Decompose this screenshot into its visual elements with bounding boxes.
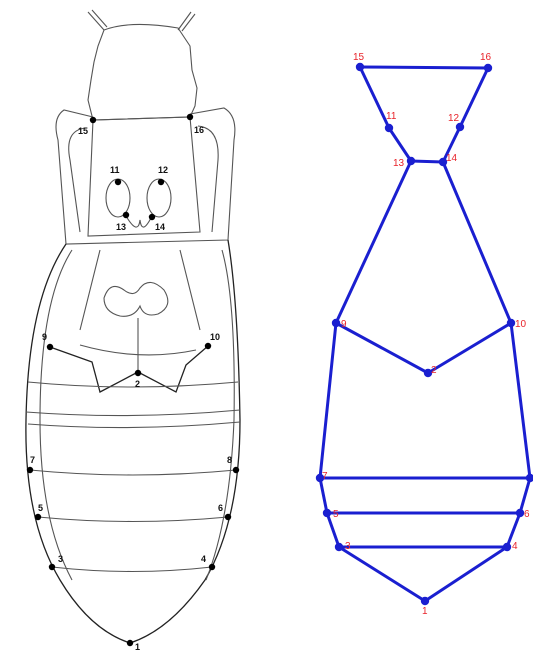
segment-line-a	[28, 382, 238, 387]
right-landmark-11-label: 11	[386, 111, 397, 122]
right-landmark-7-label: 7	[322, 471, 328, 482]
left-landmark-16-label: 16	[194, 125, 204, 135]
right-landmark-12-dot	[456, 123, 464, 131]
left-landmark-4-label: 4	[201, 554, 206, 564]
right-landmark-15-label: 15	[353, 52, 365, 63]
segment-line-c	[28, 422, 240, 428]
right-landmark-6-dot	[516, 509, 524, 517]
right-labels: 15 16 11 12 13 14 9 10 2 7 5 6 3 4 1	[322, 52, 530, 617]
right-landmark-11-dot	[385, 124, 393, 132]
right-landmarks	[316, 63, 533, 605]
wire-right-6	[520, 478, 530, 513]
left-landmark-9-dot	[47, 344, 53, 350]
left-landmark-3-label: 3	[58, 554, 63, 564]
wire-13-14	[411, 161, 443, 162]
right-landmark-5-label: 5	[333, 509, 339, 520]
left-landmark-9-label: 9	[42, 332, 47, 342]
wire-7-5	[320, 478, 327, 513]
segment-line-b	[26, 410, 240, 416]
wire-10-right	[511, 323, 530, 478]
wire-top-bar	[360, 67, 488, 68]
right-landmark-14-label: 14	[446, 153, 458, 164]
left-landmark-15-label: 15	[78, 126, 88, 136]
right-landmark-9-dot	[332, 319, 340, 327]
right-landmark-10-label: 10	[515, 319, 527, 330]
right-landmark-16-dot	[484, 64, 492, 72]
left-landmark-16-dot	[187, 114, 193, 120]
right-landmark-4-dot	[503, 543, 511, 551]
left-landmark-10-dot	[205, 343, 211, 349]
right-landmark-1-dot	[421, 597, 429, 605]
left-landmark-2-label: 2	[135, 379, 140, 389]
right-landmark-9-label: 9	[341, 319, 347, 330]
left-landmark-11-dot	[115, 179, 121, 185]
pronotum-inner-left	[69, 128, 86, 232]
left-landmark-10-label: 10	[210, 332, 220, 342]
wire-14-10	[443, 162, 511, 323]
right-landmark-12-label: 12	[448, 113, 460, 124]
antenna-right	[178, 12, 195, 31]
meso-loop	[104, 282, 168, 316]
right-landmark-13-label: 13	[393, 158, 405, 169]
left-landmark-8-dot	[233, 467, 239, 473]
wire-9-2-10	[336, 323, 511, 373]
wire-13-9	[336, 161, 411, 323]
segment-line-5-6	[38, 517, 228, 522]
abdomen-inner-right	[206, 250, 234, 580]
left-landmark-14-dot	[149, 214, 155, 220]
thorax-upper-band	[88, 117, 200, 236]
right-landmark-1-label: 1	[422, 606, 428, 617]
landmark-wireframe	[320, 67, 530, 601]
antenna-left	[88, 10, 107, 30]
left-landmark-6-label: 6	[218, 503, 223, 513]
left-landmark-5-dot	[35, 514, 41, 520]
spiracle-right	[147, 179, 171, 217]
left-landmark-14-label: 14	[155, 222, 165, 232]
right-landmark-5-dot	[323, 509, 331, 517]
abdomen-outline	[26, 240, 240, 643]
right-landmark-13-dot	[407, 157, 415, 165]
segment-line-7-8	[30, 470, 236, 475]
left-landmark-4-dot	[209, 564, 215, 570]
right-landmark-15-dot	[356, 63, 364, 71]
left-landmark-15-dot	[90, 117, 96, 123]
left-landmark-12-label: 12	[158, 165, 168, 175]
left-landmark-8-label: 8	[227, 455, 232, 465]
meso-fan-left	[80, 250, 100, 330]
insect-drawing	[26, 10, 240, 643]
left-landmarks	[27, 114, 239, 646]
head-outline	[88, 24, 197, 120]
wire-9-7	[320, 323, 336, 478]
left-landmark-13-label: 13	[116, 222, 126, 232]
left-landmark-13-dot	[123, 212, 129, 218]
right-landmark-16-label: 16	[480, 52, 492, 63]
right-landmark-3-label: 3	[345, 541, 351, 552]
pronotum-inner-right	[198, 126, 218, 232]
left-landmark-7-dot	[27, 467, 33, 473]
left-landmark-12-dot	[158, 179, 164, 185]
left-landmark-2-dot	[135, 370, 141, 376]
thorax-midline	[126, 216, 152, 227]
right-landmark-3-dot	[335, 543, 343, 551]
right-landmark-4-label: 4	[512, 541, 518, 552]
left-landmark-6-dot	[225, 514, 231, 520]
left-landmark-7-label: 7	[30, 455, 35, 465]
wire-3-1-4	[339, 547, 507, 601]
left-landmark-11-label: 11	[110, 165, 120, 175]
meso-fan-right	[180, 250, 200, 330]
left-landmark-3-dot	[49, 564, 55, 570]
right-landmark-8-dot	[526, 474, 533, 482]
right-landmark-6-label: 6	[524, 509, 530, 520]
left-landmark-1-label: 1	[135, 642, 140, 650]
right-landmark-2-label: 2	[431, 365, 437, 376]
right-landmark-10-dot	[507, 319, 515, 327]
segment-line-3-4	[52, 567, 212, 572]
left-landmark-1-dot	[127, 640, 133, 646]
left-landmark-5-label: 5	[38, 503, 43, 513]
